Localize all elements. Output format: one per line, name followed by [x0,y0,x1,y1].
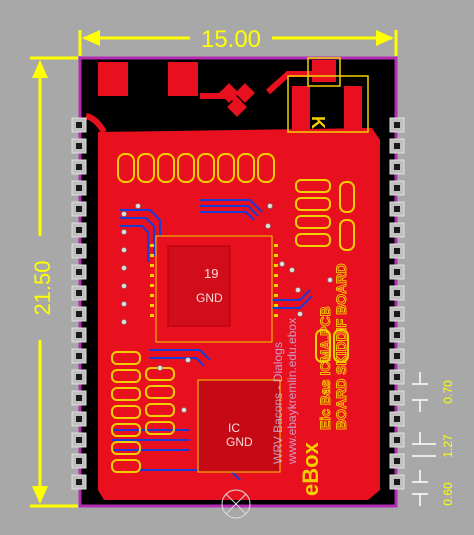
pitch-label-mid: 1.27 [441,434,455,458]
pad-hole [394,227,400,233]
pad-hole [394,332,400,338]
pad-hole [76,437,82,443]
pad-hole [76,143,82,149]
pad-hole [394,479,400,485]
pad-hole [394,374,400,380]
pitch-label-top: 0.70 [441,380,455,404]
pad-hole [76,374,82,380]
silk-line-3: www.ebaykremlin.edu.ebox [285,318,299,465]
pitch-dimensions [412,372,436,506]
pad-hole [76,353,82,359]
height-label: 21.50 [30,260,55,315]
pad-hole [394,185,400,191]
castellated-pads-left [71,117,87,490]
corner-k-label: K [308,116,328,129]
silk-text-block: BOARD SKIDDIF BOARD Eic Bas ICMA.PCB www… [271,263,349,496]
pad-hole [76,479,82,485]
pad-hole [76,248,82,254]
pad-hole [394,416,400,422]
pad-hole [394,353,400,359]
silk-line-1: BOARD SKIDDIF BOARD [333,264,349,430]
pad-hole [394,458,400,464]
pad-hole [394,248,400,254]
pad-hole [76,395,82,401]
bottom-layer-traces [112,199,313,481]
vias [121,203,333,413]
chip-label-gnd: GND [196,291,223,305]
pad-hole [76,416,82,422]
pad-hole [394,311,400,317]
pitch-label-bottom: 0.60 [441,482,455,506]
pad-hole [394,143,400,149]
width-dimension [78,30,398,56]
pad-hole [394,437,400,443]
pad-hole [76,332,82,338]
pad-hole [76,227,82,233]
main-chip: 19 GND [150,235,278,343]
pad-hole [76,311,82,317]
castellated-pads-right [389,117,405,490]
pad-hole [76,164,82,170]
width-label: 15.00 [201,26,261,53]
pad-hole [394,290,400,296]
secondary-chip: IC GND [197,379,281,473]
pad-hole [76,290,82,296]
chip-label-gnd-2: GND [226,435,253,449]
pad-hole [394,122,400,128]
pad-hole [394,395,400,401]
chip-label-ic: IC [228,421,240,435]
pad-hole [76,458,82,464]
chip-label-19: 19 [204,266,218,281]
pad-hole [394,269,400,275]
silk-line-2: Eic Bas ICMA.PCB [317,306,333,430]
silk-line-4: WRV Bacons - Dialogs [271,342,285,464]
pad-hole [76,185,82,191]
crossed-circle-icon [221,489,251,519]
silk-components [111,153,355,473]
height-dimension [30,56,78,508]
pad-hole [76,269,82,275]
antenna-silk [287,57,369,133]
pad-hole [76,122,82,128]
pad-hole [394,164,400,170]
silk-brand: eBox [298,441,323,496]
pad-hole [76,206,82,212]
pad-hole [394,206,400,212]
